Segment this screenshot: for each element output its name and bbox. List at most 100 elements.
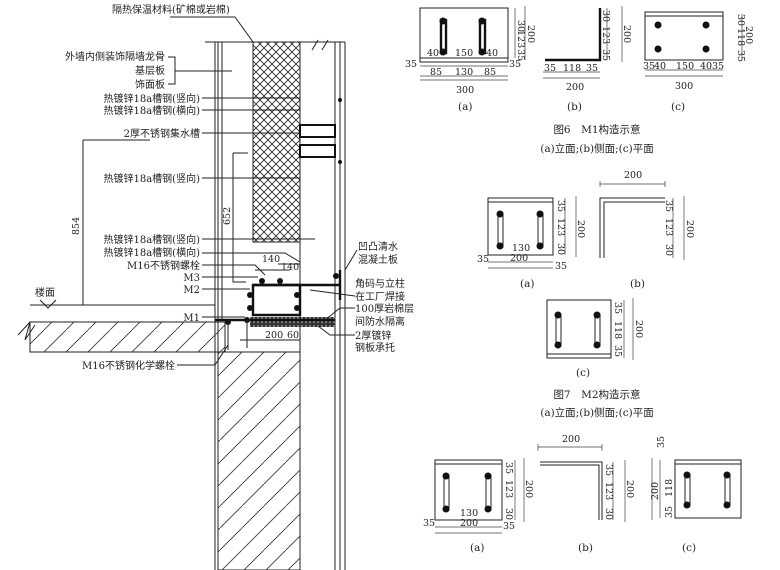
dim: 40: [700, 61, 712, 72]
dim: 35: [405, 59, 417, 70]
dim: 85: [484, 67, 496, 78]
dim: 118: [612, 321, 623, 339]
section-labels: 隔热保温材料(矿棉或岩棉) 外墙内侧装饰隔墙龙骨 基层板 饰面板 热镀锌18a槽…: [35, 3, 414, 372]
subfigure-label: (a): [458, 101, 472, 113]
dim: 30: [735, 14, 746, 26]
dim: 123: [603, 482, 614, 500]
insulation-label: 隔热保温材料(矿棉或岩棉): [112, 3, 230, 16]
dim: 35: [612, 302, 623, 314]
dim: 35: [603, 464, 614, 476]
dim: 118: [735, 28, 746, 46]
dim: 200: [460, 518, 478, 529]
dim: 35: [712, 61, 724, 72]
dim: 35: [735, 50, 746, 62]
dim: 150: [676, 61, 694, 72]
dim: 300: [456, 85, 474, 96]
dim: 40: [427, 48, 439, 59]
label-m1: M1: [183, 313, 200, 324]
dim: 130: [455, 67, 473, 78]
dim: 118: [664, 479, 675, 497]
wall-section: [17, 39, 346, 570]
label-partition-keel: 外墙内侧装饰隔墙龙骨: [65, 50, 165, 63]
label-m2: M2: [183, 285, 200, 296]
dim: 300: [675, 81, 693, 92]
figure-8-m3: 130 35 200 35 35 123 30 200 (a) 200 35 1…: [423, 434, 742, 554]
concrete-column: [217, 351, 301, 570]
dim: 30: [503, 508, 514, 520]
dim: 123: [555, 218, 566, 236]
dim: 200: [624, 170, 642, 181]
label-channel-horizontal-1: 热镀锌18a槽钢(横向): [104, 104, 201, 117]
dim: 35: [515, 49, 526, 61]
dim: 35: [600, 49, 611, 61]
subfigure-label: (a): [520, 278, 534, 290]
dim: 200: [743, 26, 754, 44]
label-m3: M3: [183, 273, 200, 284]
figure-6-subcaption: (a)立面;(b)侧面;(c)平面: [540, 142, 654, 155]
dim: 200: [650, 482, 661, 500]
label-rockwool-2: 间防水隔离: [355, 315, 405, 328]
dim: 35: [555, 200, 566, 212]
label-channel-vertical-3: 热镀锌18a槽钢(竖向): [104, 233, 201, 246]
subfigure-label: (b): [567, 101, 582, 113]
rockwool-layer: [250, 317, 335, 327]
dim: 35: [477, 254, 489, 265]
label-angle-2: 在工厂焊接: [355, 290, 405, 303]
dim-854: 854: [71, 217, 82, 235]
dim: 200: [575, 220, 586, 238]
label-channel-horizontal-2: 热镀锌18a槽钢(横向): [104, 246, 201, 259]
subfigure-label: (b): [630, 278, 645, 290]
dim: 200: [562, 434, 580, 445]
label-drain-gutter: 2厚不锈钢集水槽: [124, 127, 200, 140]
label-channel-vertical-1: 热镀锌18a槽钢(竖向): [104, 92, 201, 105]
dim: 123: [503, 480, 514, 498]
subfigure-label: (b): [578, 542, 593, 554]
dim-652: 652: [222, 207, 233, 225]
dim: 35: [664, 506, 675, 518]
dim: 30: [603, 508, 614, 520]
dim: 35: [423, 518, 435, 529]
dim: 200: [523, 480, 534, 498]
dim: 35: [503, 462, 514, 474]
dim-200: 200: [265, 330, 283, 341]
subfigure-label: (c): [682, 542, 696, 554]
figure-6-caption: 图6 M1构造示意: [553, 123, 640, 136]
dim-60: 60: [287, 330, 299, 341]
dim: 40: [654, 61, 666, 72]
dim: 200: [684, 220, 695, 238]
dim: 200: [624, 480, 635, 498]
dim: 35: [544, 63, 556, 74]
label-chemical-anchor: M16不锈钢化学螺栓: [82, 359, 175, 372]
dim-140-a: 140: [262, 254, 280, 265]
label-rockwool-1: 100厚岩棉层: [355, 302, 414, 315]
dim: 123: [515, 30, 526, 48]
floor-label: 楼面: [35, 286, 55, 299]
dim: 130: [512, 243, 530, 254]
dim: 35: [612, 345, 623, 357]
dim: 30: [555, 243, 566, 255]
dim: 123: [600, 26, 611, 44]
label-base-board: 基层板: [135, 64, 165, 77]
dim: 30: [600, 10, 611, 22]
dim: 200: [525, 25, 536, 43]
subfigure-label: (a): [470, 542, 484, 554]
label-steel-plate-2: 钢板承托: [355, 341, 395, 354]
label-channel-vertical-2: 热镀锌18a槽钢(竖向): [104, 172, 201, 185]
dim: 200: [621, 25, 632, 43]
dim: 35: [509, 59, 521, 70]
dim: 200: [633, 320, 644, 338]
dim: 150: [455, 48, 473, 59]
figure-6-m1: 40 150 40 35 35 85 130 85 300 30 123 35 …: [405, 6, 754, 155]
dim: 35: [503, 521, 515, 532]
label-finish-board: 饰面板: [135, 78, 165, 91]
label-concrete-1: 凹凸清水: [358, 240, 398, 253]
label-concrete-2: 混凝土板: [358, 253, 398, 266]
dim: 35: [663, 200, 674, 212]
dim: 35: [656, 436, 667, 448]
insulation-hatch: [252, 41, 301, 243]
subfigure-label: (c): [671, 101, 685, 113]
dim: 30: [515, 20, 526, 32]
label-steel-plate-1: 2厚镀锌: [355, 329, 391, 342]
